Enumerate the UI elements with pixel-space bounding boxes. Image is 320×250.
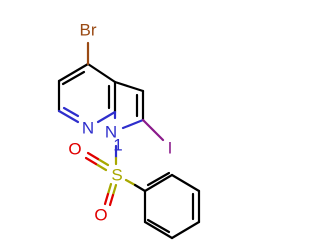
bond-ph-1 (143, 173, 174, 193)
bond-s-phenyl-b (133, 183, 147, 193)
bond-ph-4 (170, 220, 201, 240)
bond-n7-c7a (96, 110, 117, 124)
bond-c6-n7 (57, 109, 80, 124)
pyrrole-ring (113, 80, 145, 130)
pyridine-ring (57, 62, 117, 124)
bond-s-o-lower-b2 (108, 193, 115, 207)
bond-s-o-lower-a2 (103, 192, 110, 206)
sulfonyl-bonds (84, 151, 118, 207)
bond-s-o-upper-a1 (94, 162, 108, 172)
bromine-label: Br (80, 21, 97, 40)
molecule-drawing: Br I N N 1 S O O (57, 21, 201, 240)
pyridine-nitrogen-label: N (82, 119, 94, 138)
bond-c3a-c3 (113, 80, 145, 93)
bond-ph-2 (170, 173, 201, 193)
bond-s-o-upper-a2 (84, 156, 98, 166)
bond-s-o-upper-b2 (86, 151, 100, 161)
bond-s-o-lower-a1 (106, 182, 113, 196)
bond-s-o-lower-b1 (111, 183, 118, 197)
bond-c4-c5 (57, 62, 90, 83)
lower-oxygen-label: O (94, 206, 107, 225)
bond-c3a-c4 (86, 62, 117, 84)
bond-c2-n1 (121, 118, 145, 130)
bond-c2-i (141, 118, 165, 142)
bond-ph-5 (143, 220, 174, 240)
bond-c6-n7-inner (62, 106, 80, 118)
bond-s-phenyl-a (124, 178, 137, 187)
pyrrole-nitrogen-label: N (105, 123, 117, 142)
bond-s-o-upper-b1 (96, 157, 110, 167)
bond-c4-c5-inner (61, 70, 86, 86)
structure-canvas: Br I N N 1 S O O (57, 21, 201, 240)
bond-ph-5-inner (146, 218, 171, 234)
upper-oxygen-label: O (68, 140, 81, 159)
bond-ph-1-inner (146, 171, 171, 187)
sulfur-label: S (111, 166, 122, 185)
iodine-label: I (168, 139, 173, 158)
phenyl-ring (143, 171, 201, 240)
pyrrole-nitrogen-locant: 1 (113, 136, 122, 155)
